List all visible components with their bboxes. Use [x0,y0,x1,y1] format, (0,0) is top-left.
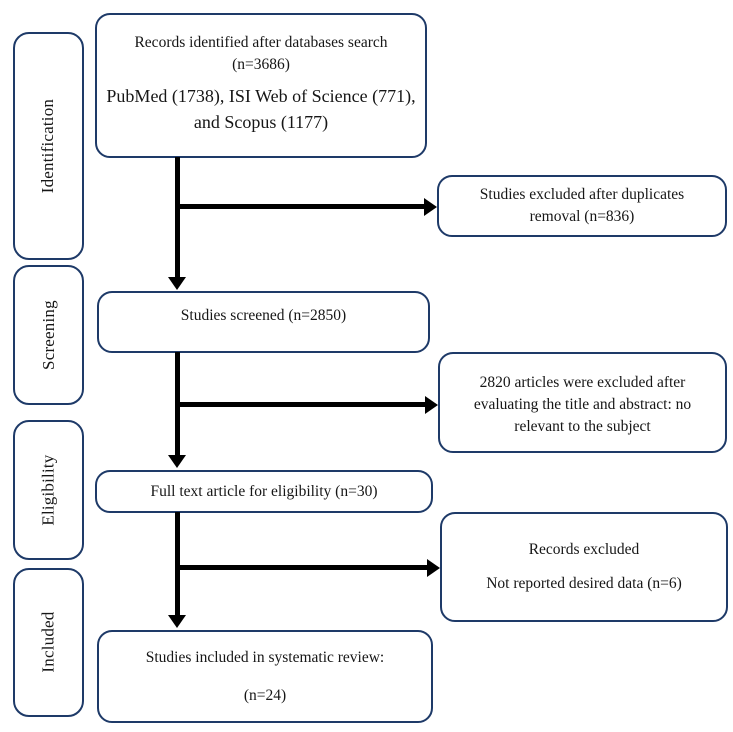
abstract-excluded-line3: relevant to the subject [514,418,651,435]
stage-box-screening: Screening [13,265,84,405]
arrowhead-right-1 [424,198,437,216]
stage-box-included: Included [13,568,84,717]
arrow-line-right-1 [175,204,424,209]
records-identified-line4: and Scopus (1177) [193,111,329,132]
fulltext-eligibility-line1: Full text article for eligibility (n=30) [150,482,378,500]
stage-label-eligibility: Eligibility [38,454,58,526]
fulltext-eligibility-box: Full text article for eligibility (n=30) [95,470,433,513]
stage-label-screening: Screening [38,300,58,370]
stage-label-included: Included [38,611,58,674]
abstract-excluded-box: 2820 articles were excluded after evalua… [438,352,727,453]
studies-screened-box: Studies screened (n=2850) [97,291,430,353]
studies-screened-line1: Studies screened (n=2850) [180,307,347,324]
stage-label-identification: Identification [38,98,58,194]
duplicates-excluded-line2: removal (n=836) [529,208,635,225]
records-excluded-line2: Not reported desired data (n=6) [486,575,682,592]
duplicates-excluded-box: Studies excluded after duplicates remova… [437,175,727,237]
abstract-excluded-line2: evaluating the title and abstract: no [473,396,692,413]
abstract-excluded-line1: 2820 articles were excluded after [479,374,686,391]
arrow-line-down-3 [175,512,180,615]
arrow-line-down-1 [175,157,180,277]
records-excluded-line1: Records excluded [528,541,640,558]
records-identified-line1: Records identified after databases searc… [134,34,388,51]
studies-included-box: Studies included in systematic review: (… [97,630,433,723]
arrowhead-down-3 [168,615,186,628]
arrow-line-right-2 [175,402,425,407]
duplicates-excluded-line1: Studies excluded after duplicates [479,186,685,203]
stage-box-identification: Identification [13,32,84,260]
records-identified-line3: PubMed (1738), ISI Web of Science (771), [106,86,416,106]
studies-included-line2: (n=24) [243,687,287,704]
arrowhead-down-2 [168,455,186,468]
arrow-line-right-3 [175,565,427,570]
records-identified-box: Records identified after databases searc… [95,13,427,158]
studies-included-line1: Studies included in systematic review: [145,649,385,666]
records-identified-line2: (n=3686) [232,56,290,73]
arrowhead-right-2 [425,396,438,414]
stage-box-eligibility: Eligibility [13,420,84,560]
arrowhead-down-1 [168,277,186,290]
arrowhead-right-3 [427,559,440,577]
records-excluded-box: Records excluded Not reported desired da… [440,512,728,622]
